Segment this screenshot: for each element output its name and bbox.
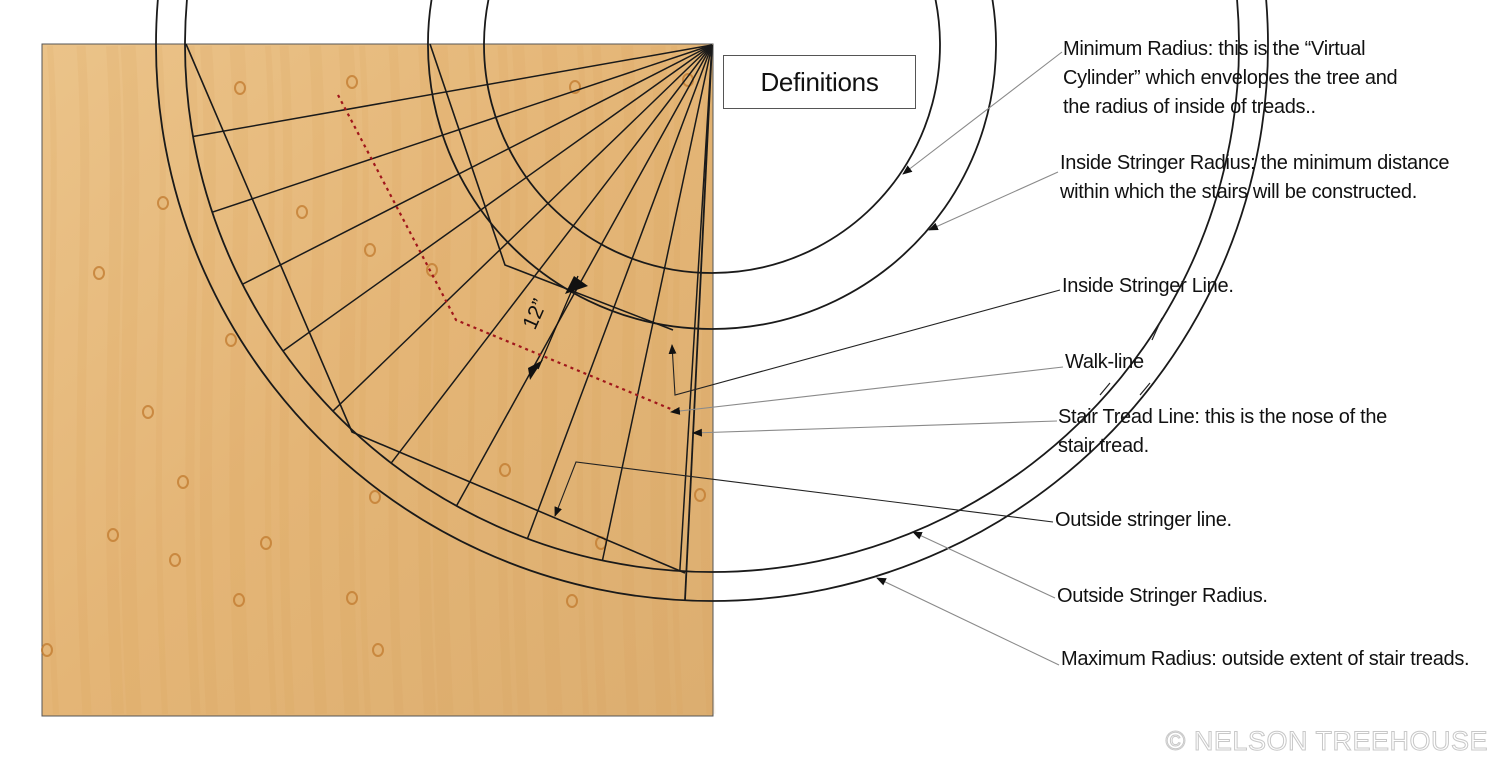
plywood-knots [41, 73, 706, 657]
plywood-knot [372, 643, 384, 657]
grain-streak [541, 45, 563, 715]
label-inside-stringer-radius: Inside Stringer Radius: the minimum dist… [1060, 152, 1450, 203]
label-inside-stringer-line: Inside Stringer Line. [1062, 275, 1234, 297]
grain-streak [185, 45, 201, 715]
leader-outside-stringer-radius [912, 531, 1056, 599]
grain-streak [46, 45, 59, 715]
grain-streak [467, 45, 480, 715]
leader-maximum-radius [876, 577, 1060, 666]
label-outside-stringer-radius: Outside Stringer Radius. [1057, 585, 1268, 607]
leader-inside-stringer-radius [928, 171, 1059, 231]
grain-streak [308, 45, 327, 715]
grain-streak [358, 45, 371, 715]
tick-mark-walk-3 [1139, 382, 1151, 396]
leader-minimum-radius [902, 51, 1063, 175]
grain-streak [105, 45, 124, 715]
grain-streak [576, 45, 589, 715]
plywood-knot [234, 81, 246, 95]
stair-tread-line [526, 44, 713, 539]
label-minimum-radius: Minimum Radius: this is the “Virtual Cyl… [1063, 38, 1398, 118]
outside-stringer-radius-arc [184, 0, 1240, 573]
end-tread-line [684, 44, 713, 601]
grain-streak [511, 45, 530, 715]
stair-tread-line [601, 44, 713, 561]
stair-tread-line [455, 44, 713, 507]
grain-streak [388, 45, 404, 715]
plywood-knot [225, 333, 237, 347]
dimension-arrow-top [565, 276, 588, 294]
plywood-knot [499, 463, 511, 477]
plywood-knot [369, 490, 381, 504]
leader-stair-tread-line [692, 420, 1058, 437]
grain-streak [497, 45, 513, 715]
dimension-arrow-bottom [528, 360, 543, 380]
outside-stringer-line [185, 43, 686, 574]
stair-tread-lines [192, 44, 713, 572]
label-outside-stringer-line: Outside stringer line. [1055, 509, 1232, 531]
plywood-knot [364, 243, 376, 257]
watermark: © NELSON TREEHOUSE [1165, 726, 1488, 757]
grain-streak [591, 45, 607, 715]
plywood-knot [566, 594, 578, 608]
grain-streak [155, 45, 168, 715]
plywood-knot [346, 591, 358, 605]
definitions-box: Definitions [723, 55, 916, 109]
stair-tread-line [332, 44, 713, 412]
grain-streak [620, 45, 639, 715]
grain-streak [338, 45, 360, 715]
plywood-knot [569, 80, 581, 94]
inside-stringer-line [429, 43, 674, 331]
plywood-knot [260, 536, 272, 550]
stringer-lines [185, 43, 713, 601]
plywood-knot [169, 553, 181, 567]
leader-outside-stringer-line [554, 461, 1054, 523]
stair-tread-line [390, 44, 713, 464]
leader-inside-stringer-line [668, 289, 1061, 396]
stair-tread-line [242, 44, 713, 285]
radius-arcs [155, 0, 1269, 602]
maximum-radius-arc [155, 0, 1269, 602]
leader-lines [554, 51, 1163, 666]
plywood-knot [694, 488, 706, 502]
stair-tread-line [282, 44, 713, 352]
plywood-knot [93, 266, 105, 280]
plywood-knot [233, 593, 245, 607]
label-walk-line: Walk-line [1065, 351, 1144, 373]
grain-streak [417, 45, 436, 715]
grain-streak [279, 45, 295, 715]
grain-streak [76, 45, 92, 715]
plywood-knot [296, 205, 308, 219]
walk-line [337, 94, 679, 414]
label-maximum-radius: Maximum Radius: outside extent of stair … [1061, 648, 1470, 670]
grain-streak [650, 45, 672, 715]
stair-tread-line [679, 44, 713, 572]
minimum-radius-arc [483, 0, 941, 274]
grain-streak [120, 45, 142, 715]
plywood-knot [107, 528, 119, 542]
plywood-knot [157, 196, 169, 210]
tick-mark-walk-1 [1151, 317, 1163, 341]
tick-mark-walk-2 [1099, 382, 1111, 396]
plywood-knot [177, 475, 189, 489]
leader-walk-line [670, 366, 1064, 415]
stair-tread-line [211, 44, 713, 213]
grain-streak [432, 45, 454, 715]
plywood-sheet [41, 43, 714, 717]
stair-tread-line [192, 44, 713, 138]
label-stair-tread-line: Stair Tread Line: this is the nose of th… [1058, 406, 1388, 457]
grain-streak [229, 45, 251, 715]
walk-line-path [337, 94, 679, 414]
plywood-grain [46, 45, 716, 715]
inside-stringer-radius-arc [427, 0, 997, 330]
grain-streak [264, 45, 277, 715]
grain-streak [670, 45, 683, 715]
grain-streak [199, 45, 218, 715]
plywood-knot [346, 75, 358, 89]
plywood-knot [41, 643, 53, 657]
plywood-knot [142, 405, 154, 419]
